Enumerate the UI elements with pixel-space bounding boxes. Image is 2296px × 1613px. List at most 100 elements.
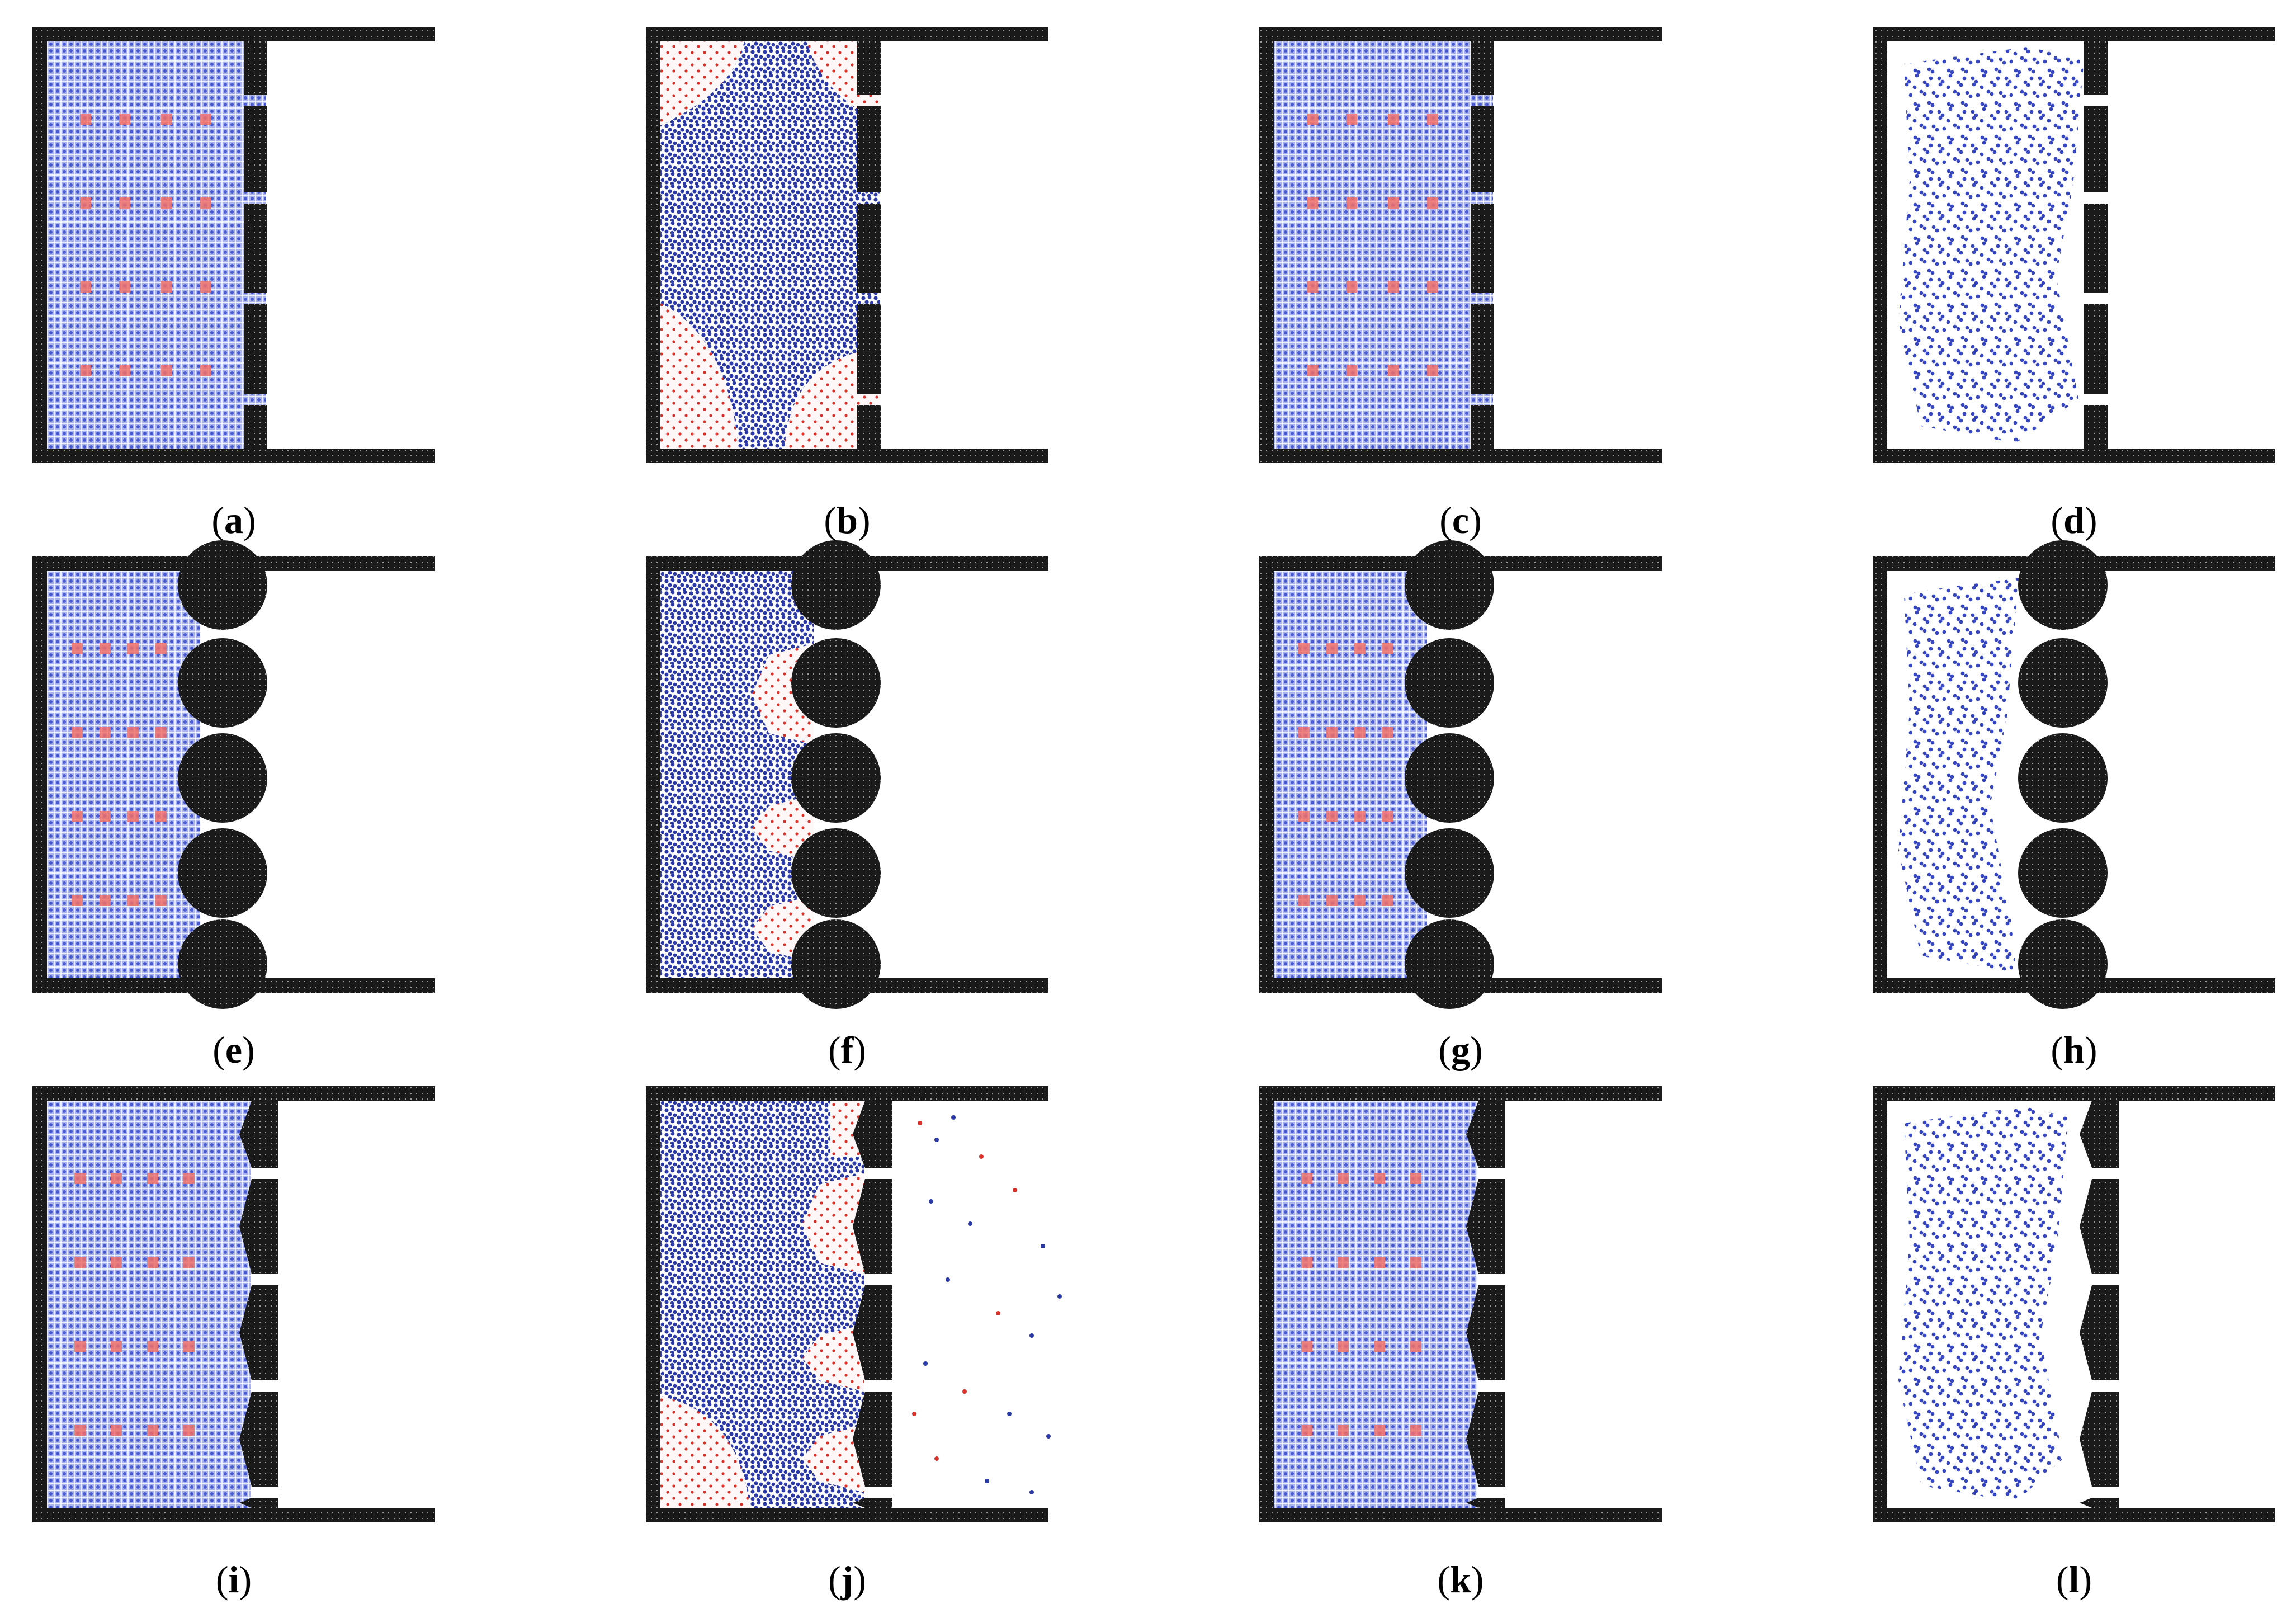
outlet-slot-block [857, 405, 881, 449]
wall-top-chamber [646, 27, 881, 41]
red-marker [200, 365, 211, 376]
red-marker [1354, 643, 1366, 654]
outlet-circle-obstacle [178, 733, 267, 823]
panel-label: (b) [824, 499, 870, 541]
red-pocket [802, 1324, 864, 1392]
outlet-chevron-block [853, 1285, 892, 1380]
panel-i: (i) [32, 1086, 435, 1601]
outlet-circle-obstacle [2018, 828, 2108, 918]
wall-left [646, 1086, 660, 1522]
red-marker [74, 1257, 86, 1268]
outlet-circle-obstacle [791, 733, 881, 823]
outlet-slot-block [857, 204, 881, 293]
outlet-chevron-block [853, 1498, 892, 1508]
outlet-chevron-block [1466, 1101, 1505, 1168]
outlet-slot-block [857, 41, 881, 95]
red-marker [1374, 1341, 1385, 1352]
fluid-region [1274, 571, 1427, 978]
red-marker [161, 281, 172, 293]
red-marker [155, 895, 167, 906]
red-region [660, 41, 744, 125]
panel-label: (k) [1437, 1558, 1484, 1601]
escaped-particle [951, 1115, 956, 1120]
outlet-circle-obstacle [791, 638, 881, 728]
outlet-slot-block [244, 41, 267, 95]
outlet-chevron-block [1466, 1498, 1505, 1508]
wall-bottom-chamber [1873, 978, 2040, 993]
red-pocket [802, 1173, 864, 1274]
wall-bottom-outlet [2108, 449, 2275, 463]
escaped-particle [985, 1479, 989, 1483]
wall-top-outlet [881, 27, 1048, 41]
red-region [660, 1396, 750, 1508]
wall-bottom-chamber [1259, 978, 1427, 993]
outlet-slot-block [857, 304, 881, 394]
red-marker [74, 1173, 86, 1184]
red-marker [200, 197, 211, 209]
panel-label: (e) [212, 1029, 255, 1071]
red-marker [127, 727, 139, 738]
red-marker [1338, 1425, 1349, 1436]
red-region [660, 303, 739, 449]
escaped-particle [946, 1277, 950, 1282]
outlet-slot-block [2084, 304, 2108, 394]
outlet-circle-obstacle [791, 919, 881, 1009]
red-marker [1326, 727, 1338, 738]
red-marker [80, 197, 91, 209]
red-marker [1338, 1257, 1349, 1268]
panel-d: (d) [1873, 27, 2275, 541]
red-marker [72, 811, 83, 822]
outlet-slot-block [244, 405, 267, 449]
red-marker [1307, 281, 1318, 293]
wall-bottom-chamber [32, 1508, 251, 1522]
fluid-region [1898, 577, 2027, 973]
panel-g: (g) [1259, 540, 1662, 1071]
escaped-particle [979, 1154, 984, 1159]
outlet-chevron-block [2080, 1179, 2119, 1274]
red-marker [111, 1173, 122, 1184]
outlet-chevron-block [1466, 1392, 1505, 1487]
red-marker [100, 895, 111, 906]
wall-bottom-chamber [646, 1508, 864, 1522]
outlet-circle-obstacle [178, 919, 267, 1009]
wall-bottom-chamber [646, 978, 814, 993]
red-marker [1410, 1257, 1421, 1268]
fluid-region [47, 41, 266, 449]
wall-top-chamber [1873, 27, 2108, 41]
outlet-circle-obstacle [2018, 638, 2108, 728]
red-marker [72, 643, 83, 654]
red-pocket [802, 1425, 864, 1492]
wall-left [646, 556, 660, 993]
red-marker [1301, 1257, 1312, 1268]
panel-h: (h) [1873, 540, 2275, 1071]
wall-left [646, 27, 660, 463]
red-marker [1382, 727, 1393, 738]
outlet-slot-block [244, 204, 267, 293]
wall-top-chamber [32, 27, 267, 41]
wall-bottom-chamber [1873, 449, 2108, 463]
outlet-chevron-block [239, 1285, 278, 1380]
red-marker [1427, 114, 1438, 125]
wall-bottom-chamber [32, 449, 267, 463]
red-marker [1307, 114, 1318, 125]
wall-left [32, 1086, 47, 1522]
wall-bottom-chamber [1259, 449, 1494, 463]
outlet-slot-block [1471, 41, 1494, 95]
red-marker [127, 643, 139, 654]
wall-left [1259, 1086, 1274, 1522]
wall-left [1873, 27, 1887, 463]
red-marker [1410, 1425, 1421, 1436]
red-marker [1388, 365, 1399, 376]
fluid-region [1898, 1106, 2068, 1502]
red-marker [1326, 895, 1338, 906]
red-marker [1410, 1341, 1421, 1352]
red-marker [1410, 1173, 1421, 1184]
panel-label: (a) [211, 499, 256, 541]
red-marker [1346, 365, 1357, 376]
red-marker [74, 1341, 86, 1352]
escaped-particle [923, 1361, 928, 1366]
red-marker [80, 365, 91, 376]
wall-bottom-chamber [32, 978, 200, 993]
red-marker [1346, 114, 1357, 125]
panel-e: (e) [32, 540, 435, 1071]
